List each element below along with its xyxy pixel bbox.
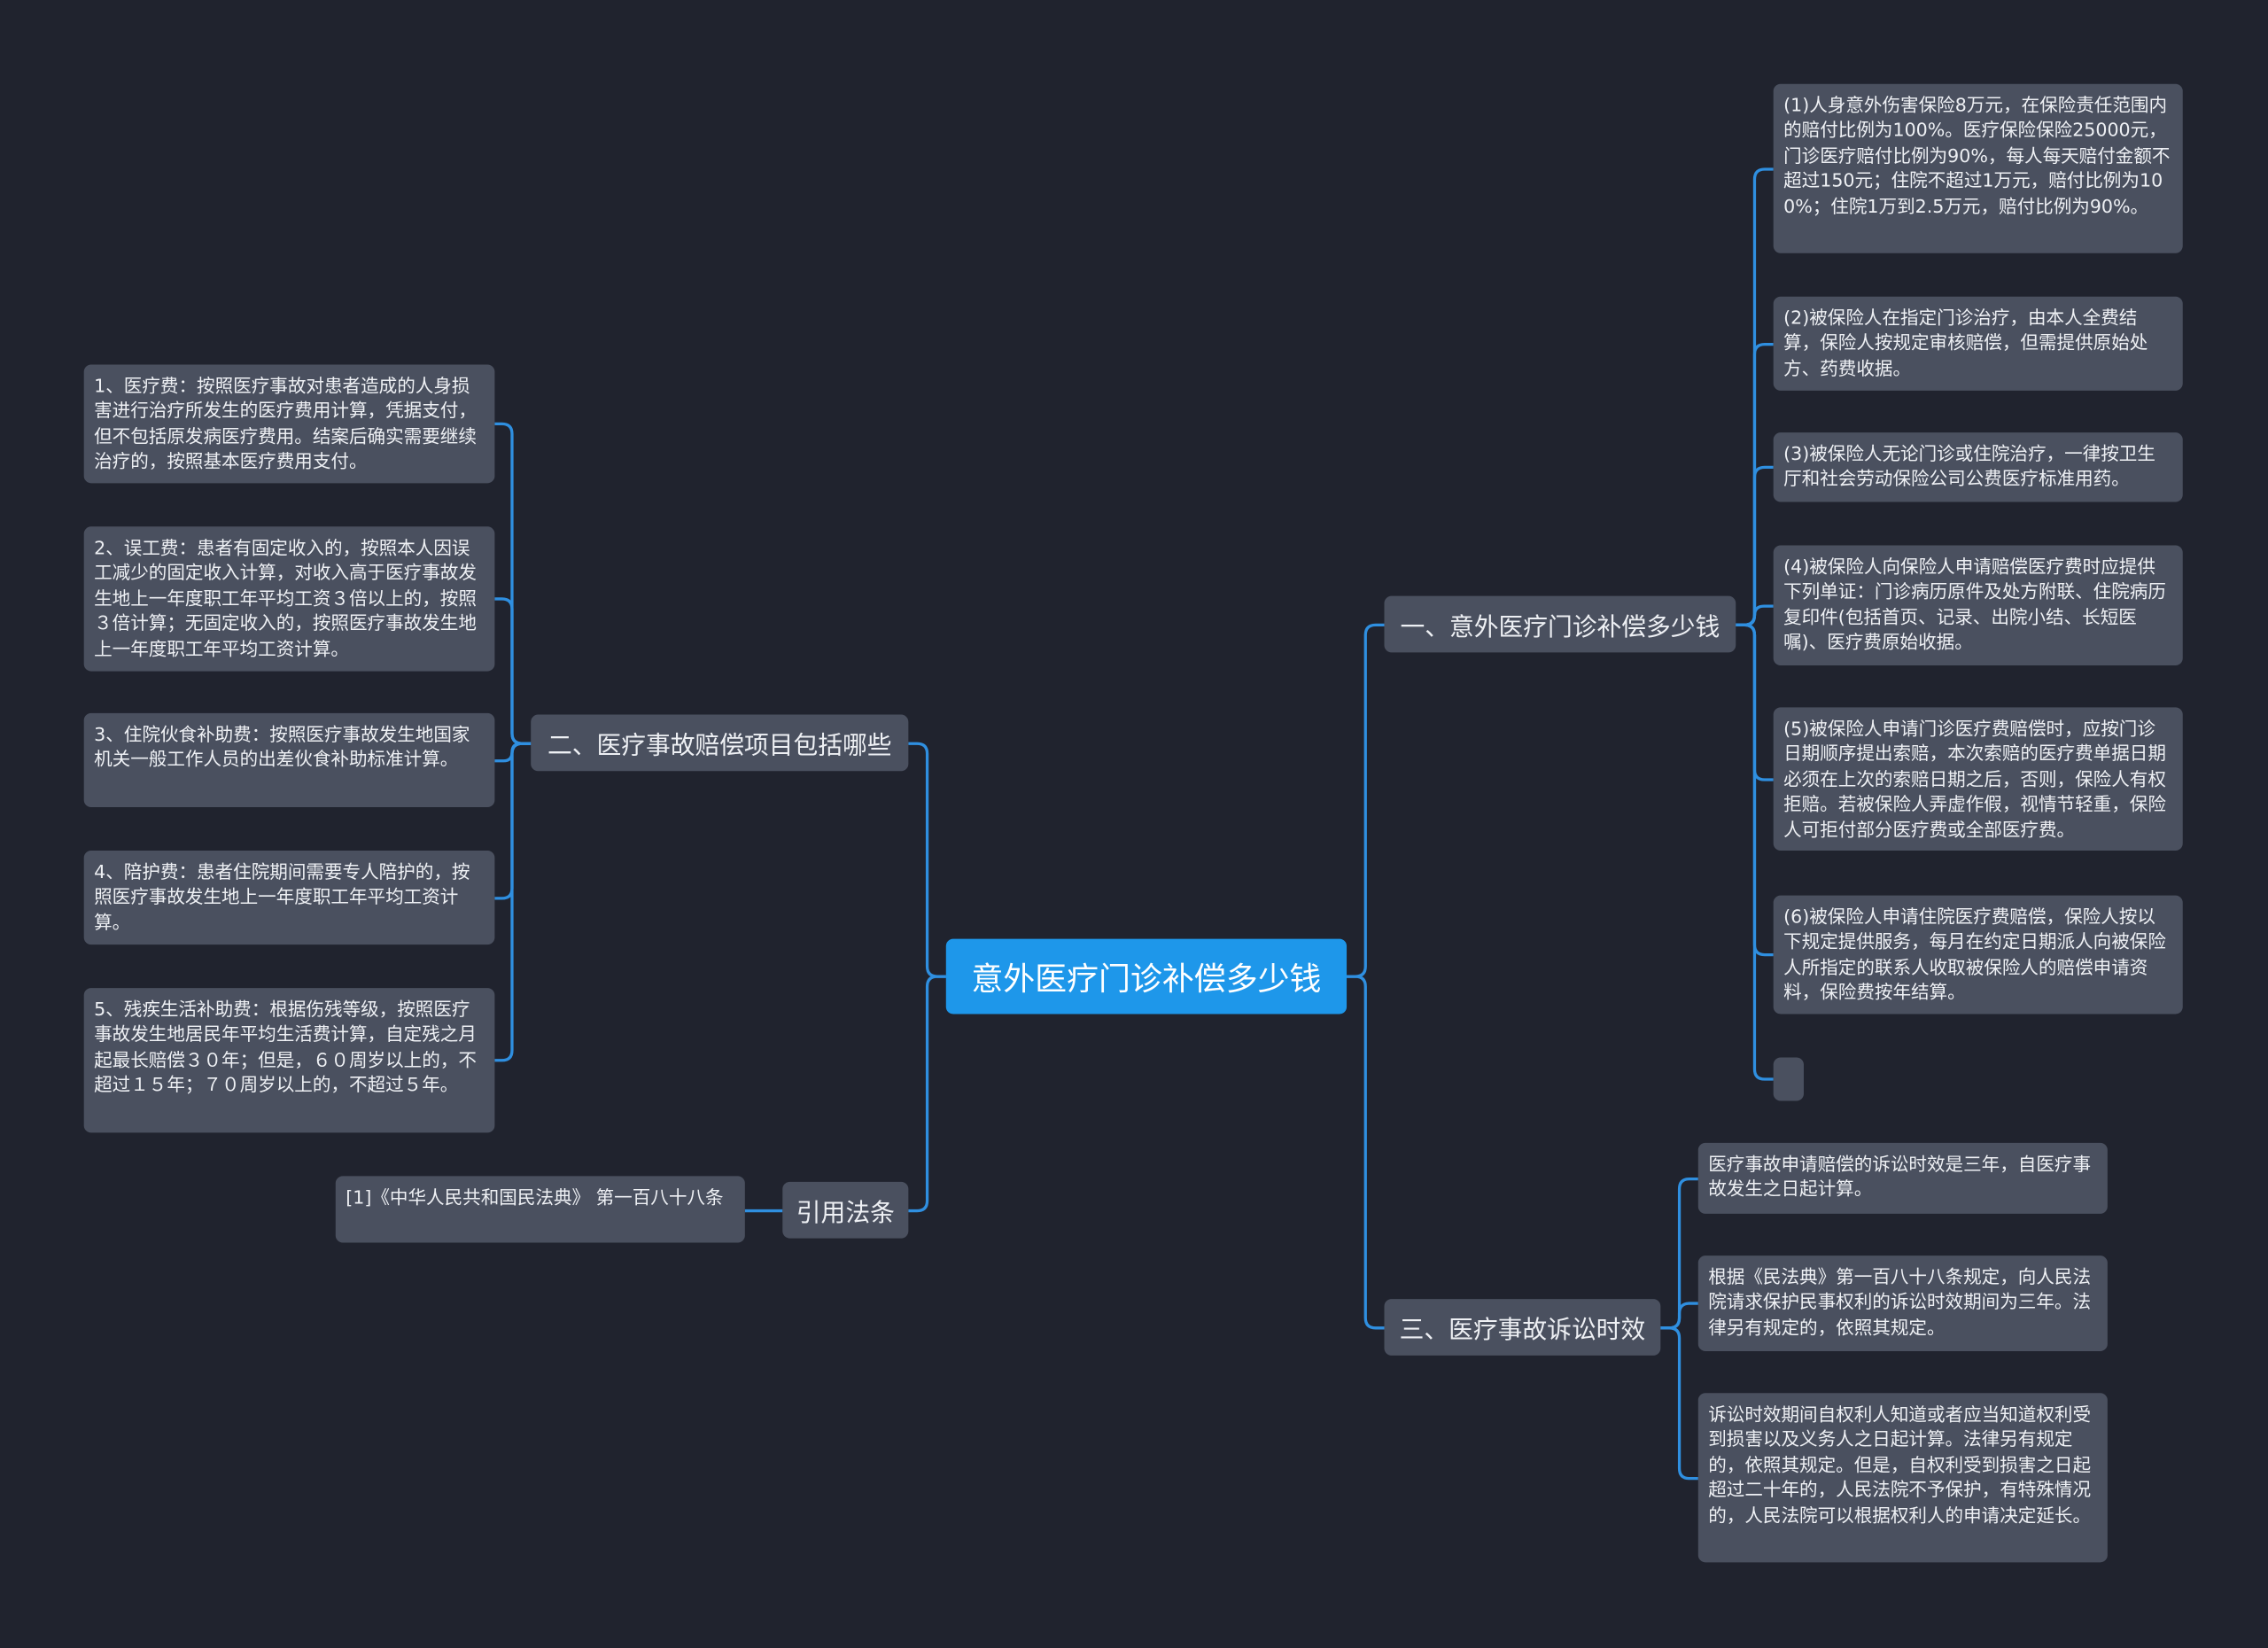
- branch-litigation-period[interactable]: 三、医疗事故诉讼时效: [1384, 1299, 1661, 1356]
- connector-line: [1660, 1326, 1698, 1481]
- connector-line: [494, 597, 532, 745]
- leaf-node[interactable]: 3、住院伙食补助费：按照医疗事故发生地国家机关一般工作人员的出差伙食补助标准计算…: [83, 712, 495, 808]
- branch-label: 一、意外医疗门诊补偿多少钱: [1400, 613, 1720, 642]
- branch-cited-law[interactable]: 引用法条: [782, 1181, 909, 1239]
- leaf-node[interactable]: 4、陪护费：患者住院期间需要专人陪护的，按照医疗事故发生地上一年度职工年平均工资…: [83, 851, 495, 945]
- leaf-node[interactable]: (6)被保险人申请住院医疗费赔偿，保险人按以下规定提供服务，每月在约定日期派人向…: [1773, 895, 2183, 1014]
- leaf-node[interactable]: 2、误工费：患者有固定收入的，按照本人因误工减少的固定收入计算，对收入高于医疗事…: [83, 526, 495, 672]
- leaf-node[interactable]: (5)被保险人申请门诊医疗费赔偿时，应按门诊日期顺序提出索赔，本次索赔的医疗费单…: [1773, 707, 2183, 851]
- leaf-node[interactable]: (1)人身意外伤害保险8万元，在保险责任范围内的赔付比例为100%。医疗保险保险…: [1773, 83, 2183, 253]
- connector-line: [1347, 975, 1385, 1330]
- connector-line: [1660, 1302, 1698, 1330]
- leaf-node[interactable]: (2)被保险人在指定门诊治疗，由本人全费结算，保险人按规定审核赔偿，但需提供原始…: [1773, 296, 2183, 391]
- leaf-node[interactable]: (4)被保险人向保险人申请赔偿医疗费时应提供下列单证：门诊病历原件及处方附联、住…: [1773, 545, 2183, 666]
- leaf-node[interactable]: 根据《民法典》第一百八十八条规定，向人民法院请求保护民事权利的诉讼时效期间为三年…: [1697, 1255, 2108, 1351]
- root-topic[interactable]: 意外医疗门诊补偿多少钱: [945, 938, 1348, 1014]
- branch-compensation-items[interactable]: 二、医疗事故赔偿项目包括哪些: [531, 714, 909, 772]
- empty-leaf-node[interactable]: [1773, 1057, 1804, 1101]
- branch-label: 引用法条: [796, 1199, 895, 1229]
- leaf-node[interactable]: 1、医疗费：按照医疗事故对患者造成的人身损害进行治疗所发生的医疗费用计算，凭据支…: [83, 364, 495, 484]
- connector-line: [494, 742, 532, 1062]
- connector-line: [1736, 465, 1774, 626]
- branch-label: 三、医疗事故诉讼时效: [1399, 1316, 1646, 1346]
- leaf-node[interactable]: 医疗事故申请赔偿的诉讼时效是三年，自医疗事故发生之日起计算。: [1697, 1142, 2108, 1214]
- leaf-node-citation[interactable]: [1]《中华人民共和国民法典》 第一百八十八条: [335, 1176, 745, 1243]
- branch-label: 二、医疗事故赔偿项目包括哪些: [547, 732, 892, 761]
- connector-line: [908, 975, 946, 1213]
- leaf-node[interactable]: (3)被保险人无论门诊或住院治疗，一律按卫生厅和社会劳动保险公司公费医疗标准用药…: [1773, 432, 2183, 502]
- root-topic-label: 意外医疗门诊补偿多少钱: [971, 961, 1322, 999]
- connector-line: [1347, 623, 1385, 978]
- connector-line: [1736, 623, 1774, 1081]
- leaf-node[interactable]: 5、残疾生活补助费：根据伤残等级，按照医疗事故发生地居民年平均生活费计算，自定残…: [83, 988, 495, 1133]
- connector-line: [1660, 1178, 1698, 1330]
- leaf-node[interactable]: 诉讼时效期间自权利人知道或者应当知道权利受到损害以及义务人之日起计算。法律另有规…: [1697, 1393, 2108, 1563]
- branch-outpatient-compensation[interactable]: 一、意外医疗门诊补偿多少钱: [1384, 595, 1736, 653]
- connector-line: [908, 742, 946, 978]
